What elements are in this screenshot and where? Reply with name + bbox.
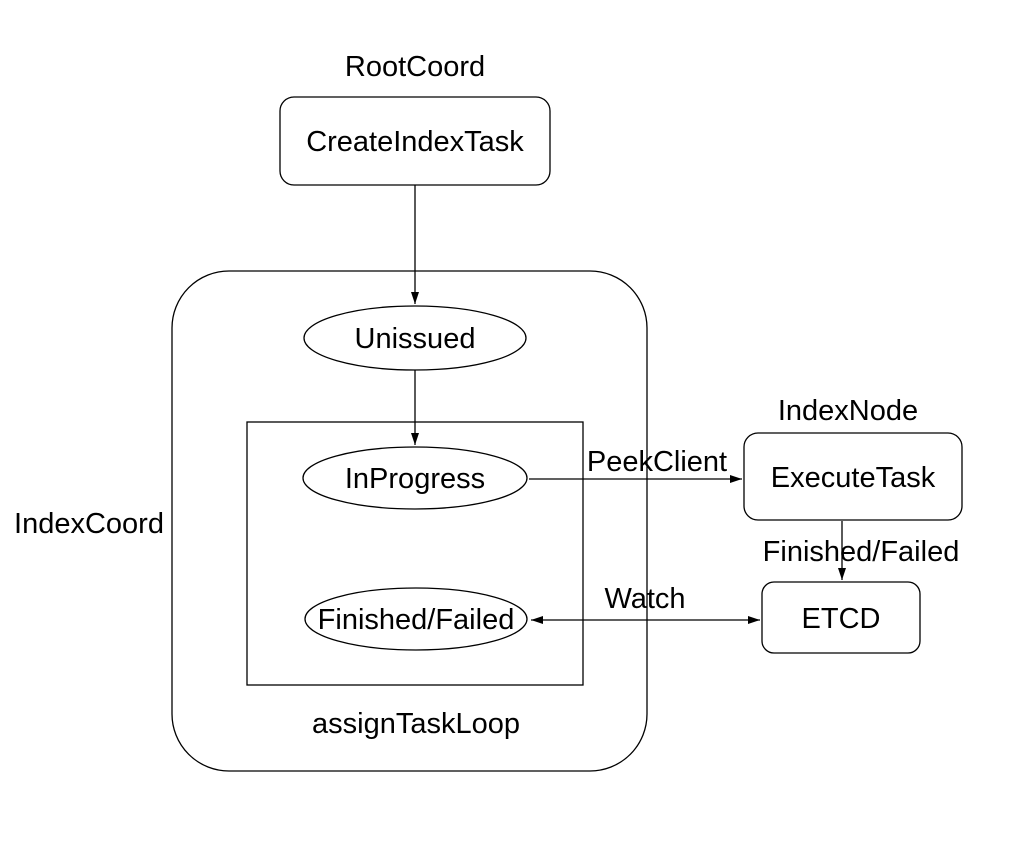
finished-failed-state xyxy=(304,587,528,651)
execute-task-label: ExecuteTask xyxy=(771,462,936,494)
etcd-label: ETCD xyxy=(802,603,881,635)
etcd-node xyxy=(761,581,921,654)
index-coord-group-label: IndexCoord xyxy=(14,508,164,540)
watch-edge-label: Watch xyxy=(604,583,685,615)
finished-failed-edge-label: Finished/Failed xyxy=(763,536,960,568)
assign-task-loop-label: assignTaskLoop xyxy=(312,708,520,740)
in-progress-label: InProgress xyxy=(345,463,485,495)
finished-failed-state-label: Finished/Failed xyxy=(318,604,515,636)
in-progress-state xyxy=(302,446,528,510)
unissued-label: Unissued xyxy=(355,323,476,355)
create-index-task-label: CreateIndexTask xyxy=(306,126,524,158)
peek-client-edge-label: PeekClient xyxy=(587,446,727,478)
root-coord-group-label: RootCoord xyxy=(345,51,485,83)
index-node-group-label: IndexNode xyxy=(778,395,918,427)
execute-task-node xyxy=(743,432,963,521)
